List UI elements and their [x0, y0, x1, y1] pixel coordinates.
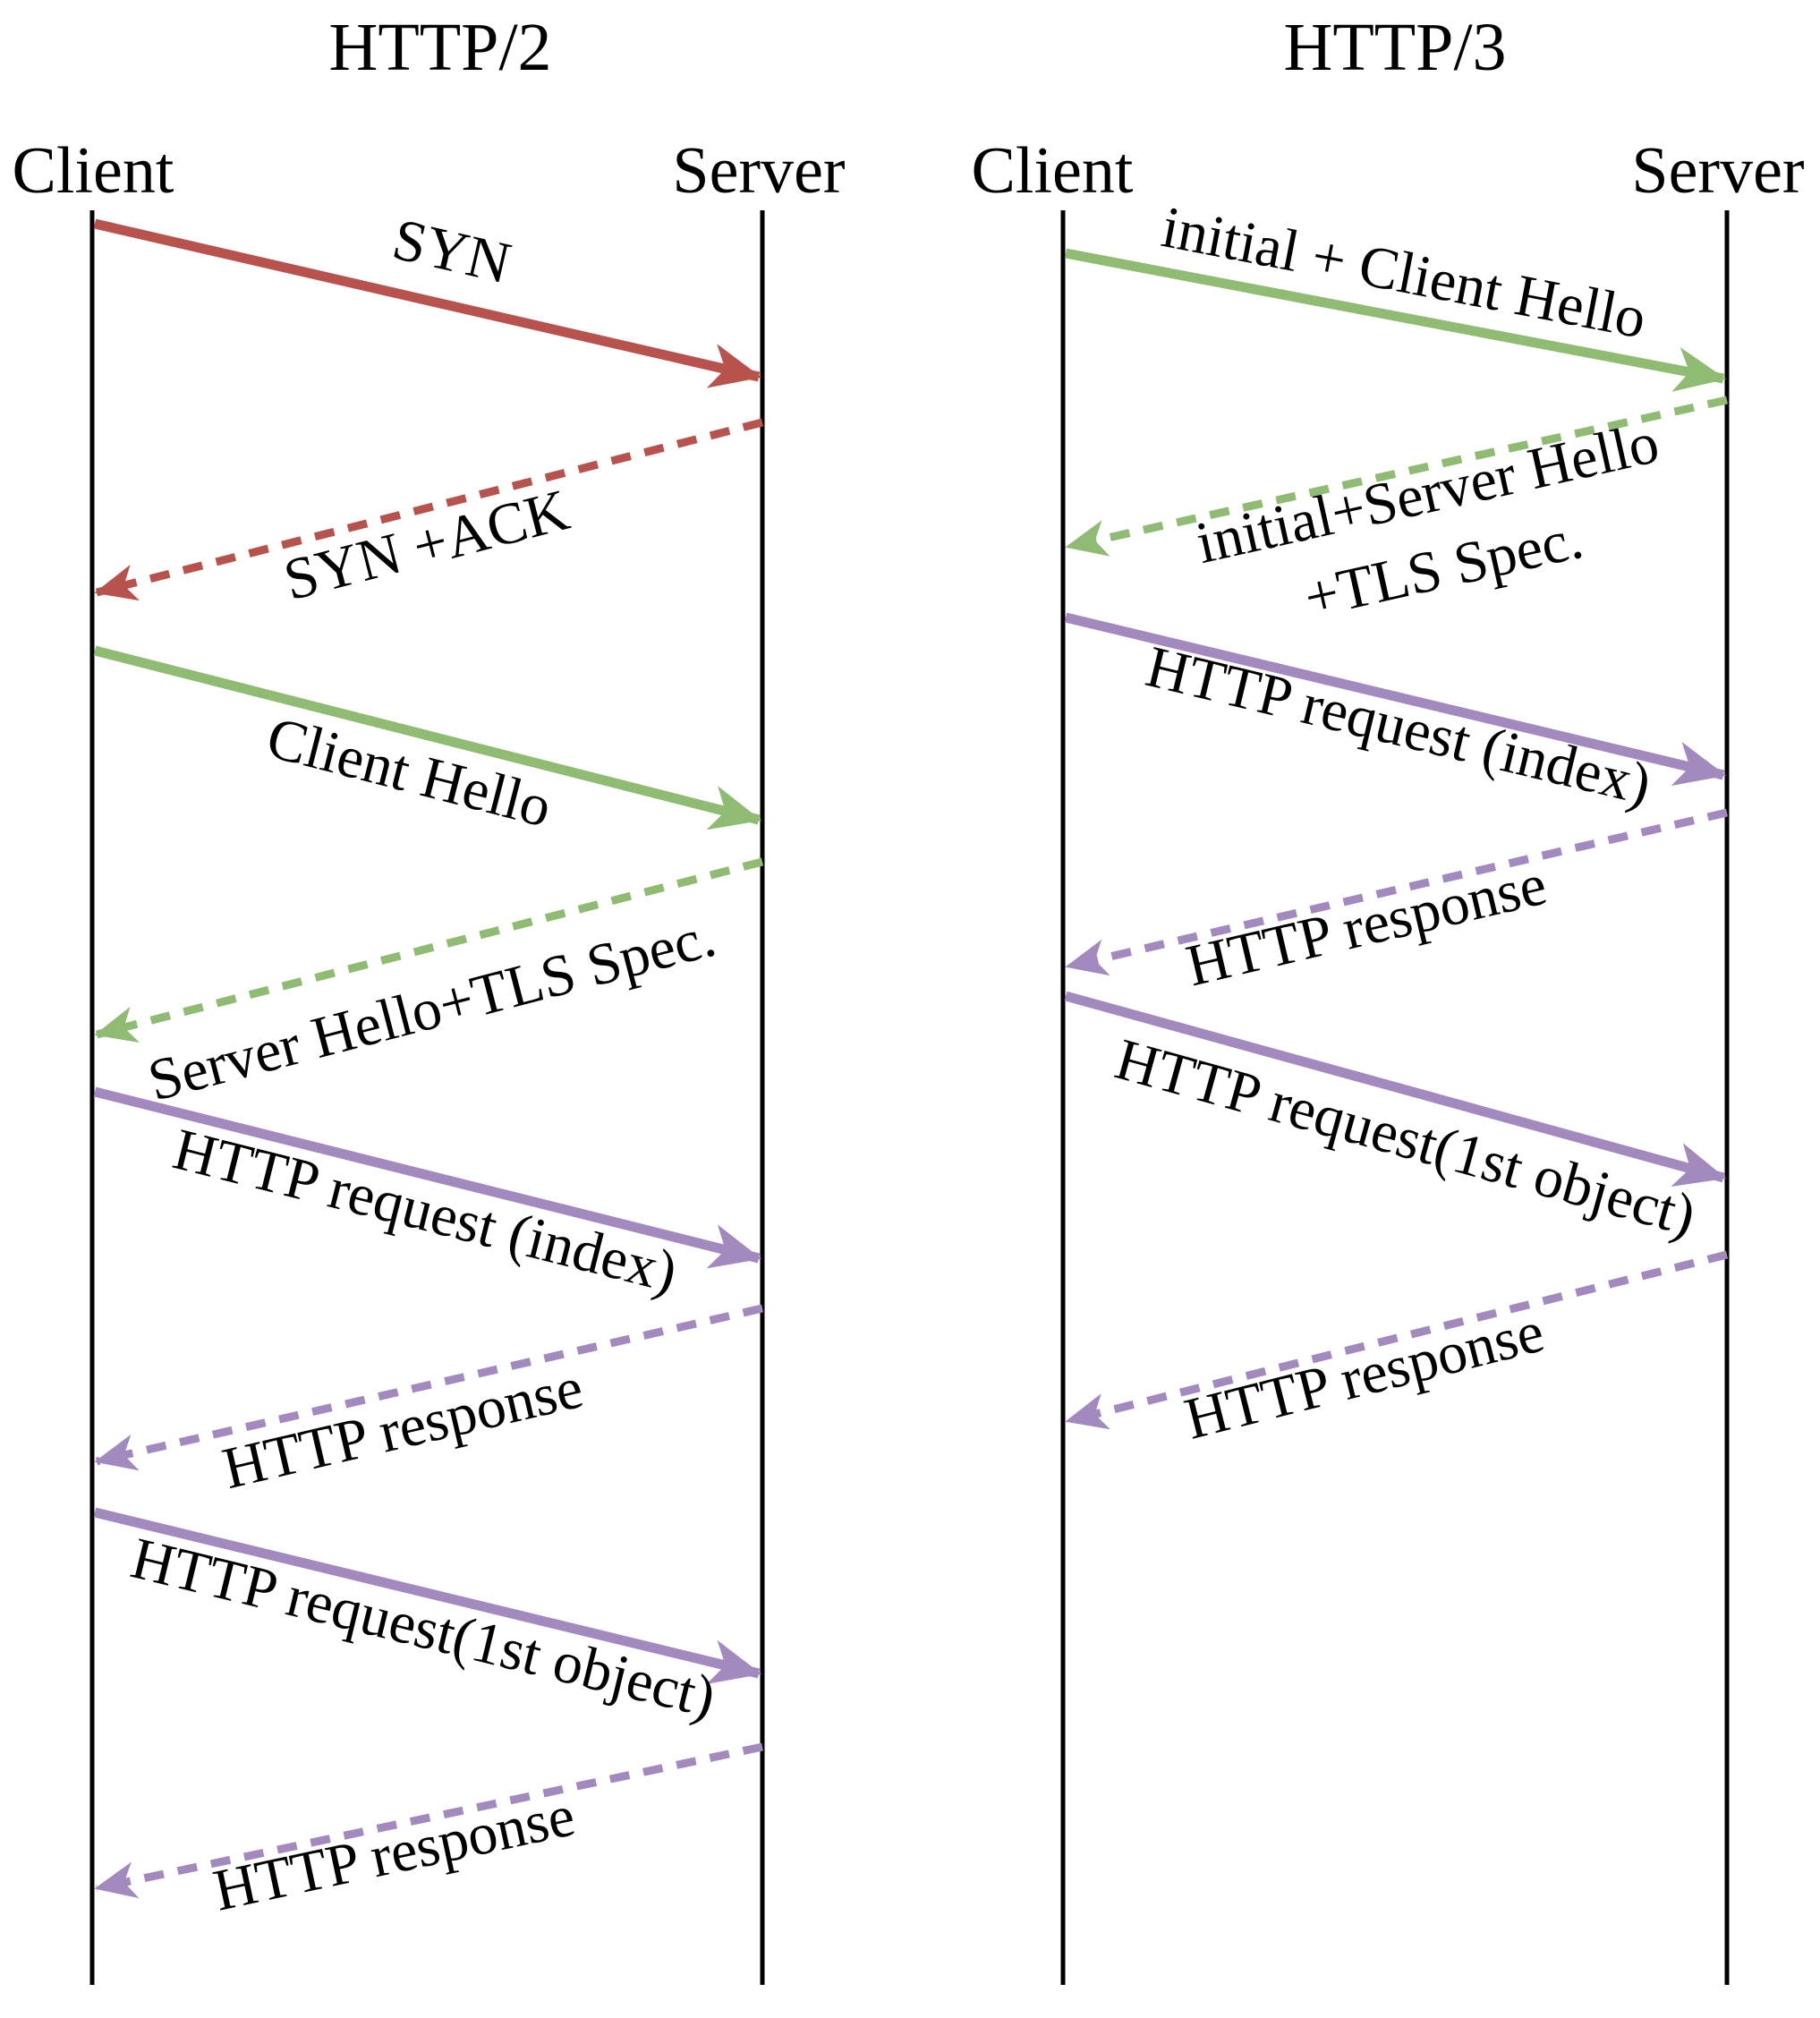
http2-response-1-label: HTTP response [217, 1355, 589, 1502]
http2-response-1-arrow [94, 1304, 764, 1471]
http2-message-request-index: HTTP request (index) [93, 1086, 762, 1306]
http2-message-request-object: HTTP request(1st object) [93, 1507, 762, 1731]
http2-server-label: Server [672, 134, 845, 208]
http3-message-initial-server-hello: initial+Server Hello +TLS Spec. [1065, 396, 1728, 631]
http3-server-label: Server [1631, 134, 1804, 208]
http2-server-hello-arrow [94, 857, 764, 1043]
http2-syn-arrow [93, 218, 762, 388]
http2-message-synack: SYN +ACK [94, 418, 764, 613]
http2-response-2-label: HTTP response [208, 1783, 580, 1923]
http3-response-2-label: HTTP response [1178, 1299, 1550, 1452]
http3-initial-client-hello-arrow [1064, 248, 1727, 392]
http2-client-hello-label: Client Hello [260, 704, 557, 839]
http2-request-object-arrow [93, 1507, 762, 1684]
http2-panel: HTTP/2 Client Server SYN SYN +ACK Client… [13, 10, 846, 1985]
http3-message-initial-client-hello: initial + Client Hello [1064, 194, 1727, 392]
http3-message-response-1: HTTP response [1065, 808, 1729, 1000]
http3-message-response-2: HTTP response [1065, 1250, 1729, 1452]
http3-client-label: Client [972, 134, 1134, 208]
http3-request-object-arrow [1064, 991, 1727, 1188]
http2-message-syn: SYN [93, 207, 762, 388]
http2-request-index-label: HTTP request (index) [167, 1116, 684, 1305]
http3-message-request-object: HTTP request(1st object) [1064, 991, 1727, 1249]
http2-client-hello-arrow [93, 645, 762, 830]
http2-client-label: Client [13, 134, 174, 208]
http3-panel: HTTP/3 Client Server initial + Client He… [972, 10, 1805, 1985]
http3-request-index-label: HTTP request (index) [1140, 634, 1657, 818]
http2-message-server-hello: Server Hello+TLS Spec. [94, 857, 764, 1114]
http3-request-object-label: HTTP request(1st object) [1109, 1026, 1703, 1249]
http2-message-response-2: HTTP response [94, 1742, 763, 1924]
http2-syn-label: SYN [387, 207, 516, 297]
http2-message-client-hello: Client Hello [93, 645, 762, 840]
http2-server-hello-label: Server Hello+TLS Spec. [141, 904, 722, 1114]
http2-title: HTTP/2 [328, 10, 551, 85]
http2-synack-arrow [94, 418, 764, 601]
http2-response-2-arrow [94, 1742, 763, 1899]
http3-request-index-arrow [1064, 612, 1727, 787]
http2-message-response-1: HTTP response [94, 1304, 764, 1502]
http3-response-2-arrow [1065, 1250, 1729, 1430]
http3-message-request-index: HTTP request (index) [1064, 612, 1727, 818]
http3-title: HTTP/3 [1283, 10, 1506, 85]
http3-response-1-arrow [1065, 808, 1729, 976]
http3-initial-client-hello-label: initial + Client Hello [1157, 194, 1652, 351]
http2-request-object-label: HTTP request(1st object) [125, 1526, 722, 1731]
http2-synack-label: SYN +ACK [277, 477, 575, 613]
http3-response-1-label: HTTP response [1180, 852, 1552, 1000]
http3-initial-server-hello-arrow [1065, 396, 1728, 557]
http2-request-index-arrow [93, 1086, 762, 1269]
